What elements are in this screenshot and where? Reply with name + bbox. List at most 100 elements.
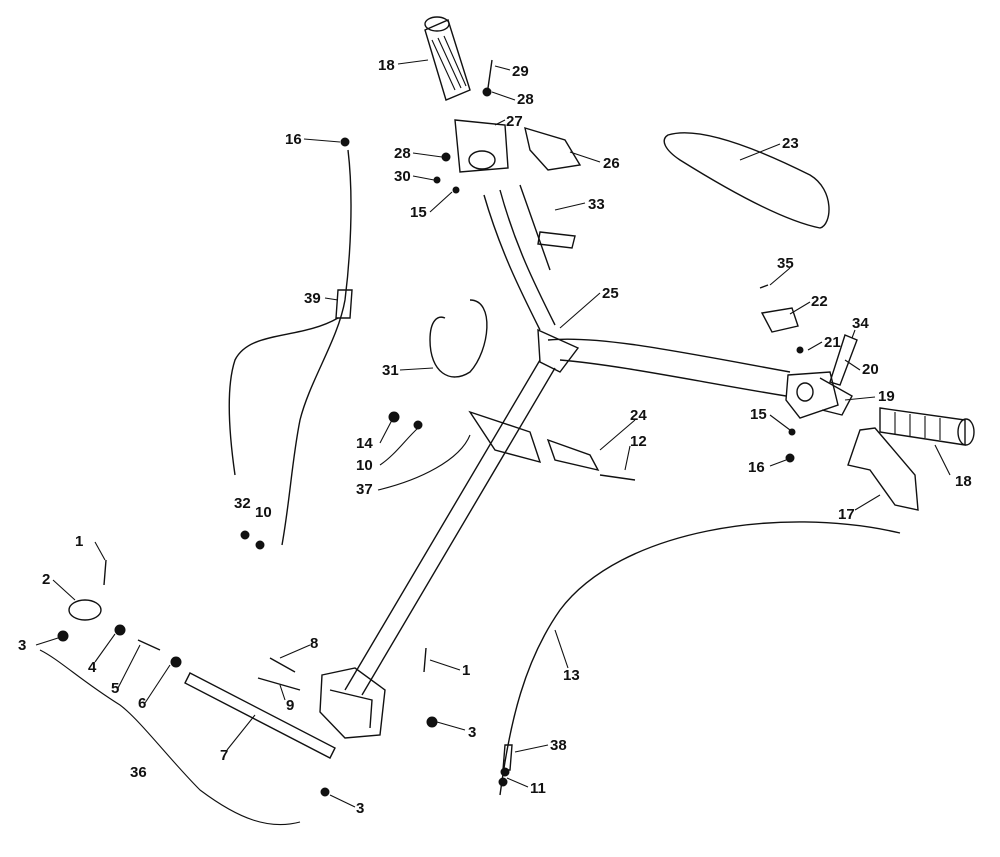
screw-8	[269, 657, 296, 673]
callout-28a: 28	[517, 91, 534, 108]
callout-17: 17	[838, 506, 855, 523]
callout-33: 33	[588, 196, 605, 213]
right-control-block	[760, 307, 858, 419]
choke-cable-branch	[228, 317, 339, 476]
callout-26: 26	[603, 155, 620, 172]
nut-14	[388, 411, 400, 423]
callout-10b: 10	[255, 504, 272, 521]
left-bracket-26	[524, 126, 582, 171]
screw-35	[759, 284, 769, 289]
right-grip-body	[879, 407, 966, 446]
callout-14: 14	[356, 435, 373, 452]
callout-1a: 1	[75, 533, 83, 550]
callout-24: 24	[630, 407, 647, 424]
washer-10-low	[255, 540, 265, 550]
bracket-24	[546, 438, 600, 472]
callout-12: 12	[630, 433, 647, 450]
callout-25: 25	[602, 285, 619, 302]
nut-4	[114, 624, 126, 636]
screw-15-top	[452, 186, 460, 194]
clip-16-top	[340, 137, 350, 147]
callout-36: 36	[130, 764, 147, 781]
callout-37: 37	[356, 481, 373, 498]
cable-nut-11b	[498, 777, 508, 787]
left-grip-end	[424, 16, 450, 32]
callout-22: 22	[811, 293, 828, 310]
callout-15b: 15	[750, 406, 767, 423]
nut-6	[170, 656, 182, 668]
callout-2: 2	[42, 571, 50, 588]
callout-19: 19	[878, 388, 895, 405]
throttle-housing	[785, 371, 839, 419]
right-grip-end	[957, 418, 975, 446]
screw-9	[257, 677, 301, 691]
nut-30	[433, 176, 441, 184]
callout-16a: 16	[285, 131, 302, 148]
callout-30: 30	[394, 168, 411, 185]
brake-lever	[847, 427, 919, 511]
right-grip	[879, 407, 975, 446]
handlebar-center-plate	[537, 328, 580, 373]
switch-wire-33	[519, 184, 551, 271]
nut-3b	[426, 716, 438, 728]
handlebar-assembly	[319, 189, 791, 739]
callout-32: 32	[234, 495, 251, 512]
callout-16b: 16	[748, 459, 765, 476]
screw-15-right	[788, 428, 796, 436]
callout-9: 9	[286, 697, 294, 714]
throttle-cable-39	[281, 149, 352, 546]
handlebar-pad	[663, 132, 830, 229]
left-control-bore	[468, 150, 496, 170]
washer-28-top	[482, 87, 492, 97]
steering-arm-block	[319, 667, 386, 739]
callout-7: 7	[220, 747, 228, 764]
clip-16-right	[785, 453, 795, 463]
callout-38: 38	[550, 737, 567, 754]
handlebar-left-riser-edge-b	[499, 189, 556, 326]
callout-18a: 18	[378, 57, 395, 74]
callout-1b: 1	[462, 662, 470, 679]
throttle-bore	[796, 382, 814, 402]
nut-3a	[57, 630, 69, 642]
callout-27: 27	[506, 113, 523, 130]
handlebar-left-riser-edge-a	[483, 194, 541, 331]
screw-29	[487, 59, 493, 89]
bolt-12	[599, 474, 636, 481]
nut-3c	[320, 787, 330, 797]
bracket-36-span	[39, 649, 301, 826]
leader-lines	[35, 59, 951, 808]
tie-rod-7	[184, 672, 336, 759]
steering-post-edge-a	[344, 359, 541, 691]
switch-block-33	[537, 231, 576, 249]
handlebar-right-bar-edge-a	[547, 338, 791, 373]
steering-support-bracket	[468, 410, 542, 464]
callout-13: 13	[563, 667, 580, 684]
left-grip	[424, 16, 471, 101]
washer-28-left	[441, 152, 451, 162]
left-grip-ribs	[431, 35, 467, 91]
stud-5	[137, 639, 161, 651]
callout-11: 11	[530, 780, 546, 797]
callout-15a: 15	[410, 204, 427, 221]
washer-10	[413, 420, 423, 430]
brake-cable-adjuster-38	[502, 744, 513, 771]
bolt-1a	[103, 559, 107, 586]
callout-labels: 18 29 28 27 26 28 30 15 16 33 23 39 25 3…	[18, 57, 972, 817]
callout-10a: 10	[356, 457, 373, 474]
throttle-lever-34	[829, 334, 858, 386]
callout-29: 29	[512, 63, 529, 80]
callout-28b: 28	[394, 145, 411, 162]
steering-arm-block-detail	[329, 689, 373, 729]
callout-18b: 18	[955, 473, 972, 490]
left-control-block	[454, 119, 582, 173]
right-grip-ribs	[894, 412, 941, 440]
throttle-housing-side	[819, 377, 853, 416]
rod-end-2	[68, 599, 102, 621]
callout-4: 4	[88, 659, 97, 676]
callout-3c: 3	[356, 800, 364, 817]
callout-5: 5	[111, 680, 119, 697]
cable-junction-39	[335, 289, 353, 319]
callout-3b: 3	[468, 724, 476, 741]
callout-34: 34	[852, 315, 869, 332]
